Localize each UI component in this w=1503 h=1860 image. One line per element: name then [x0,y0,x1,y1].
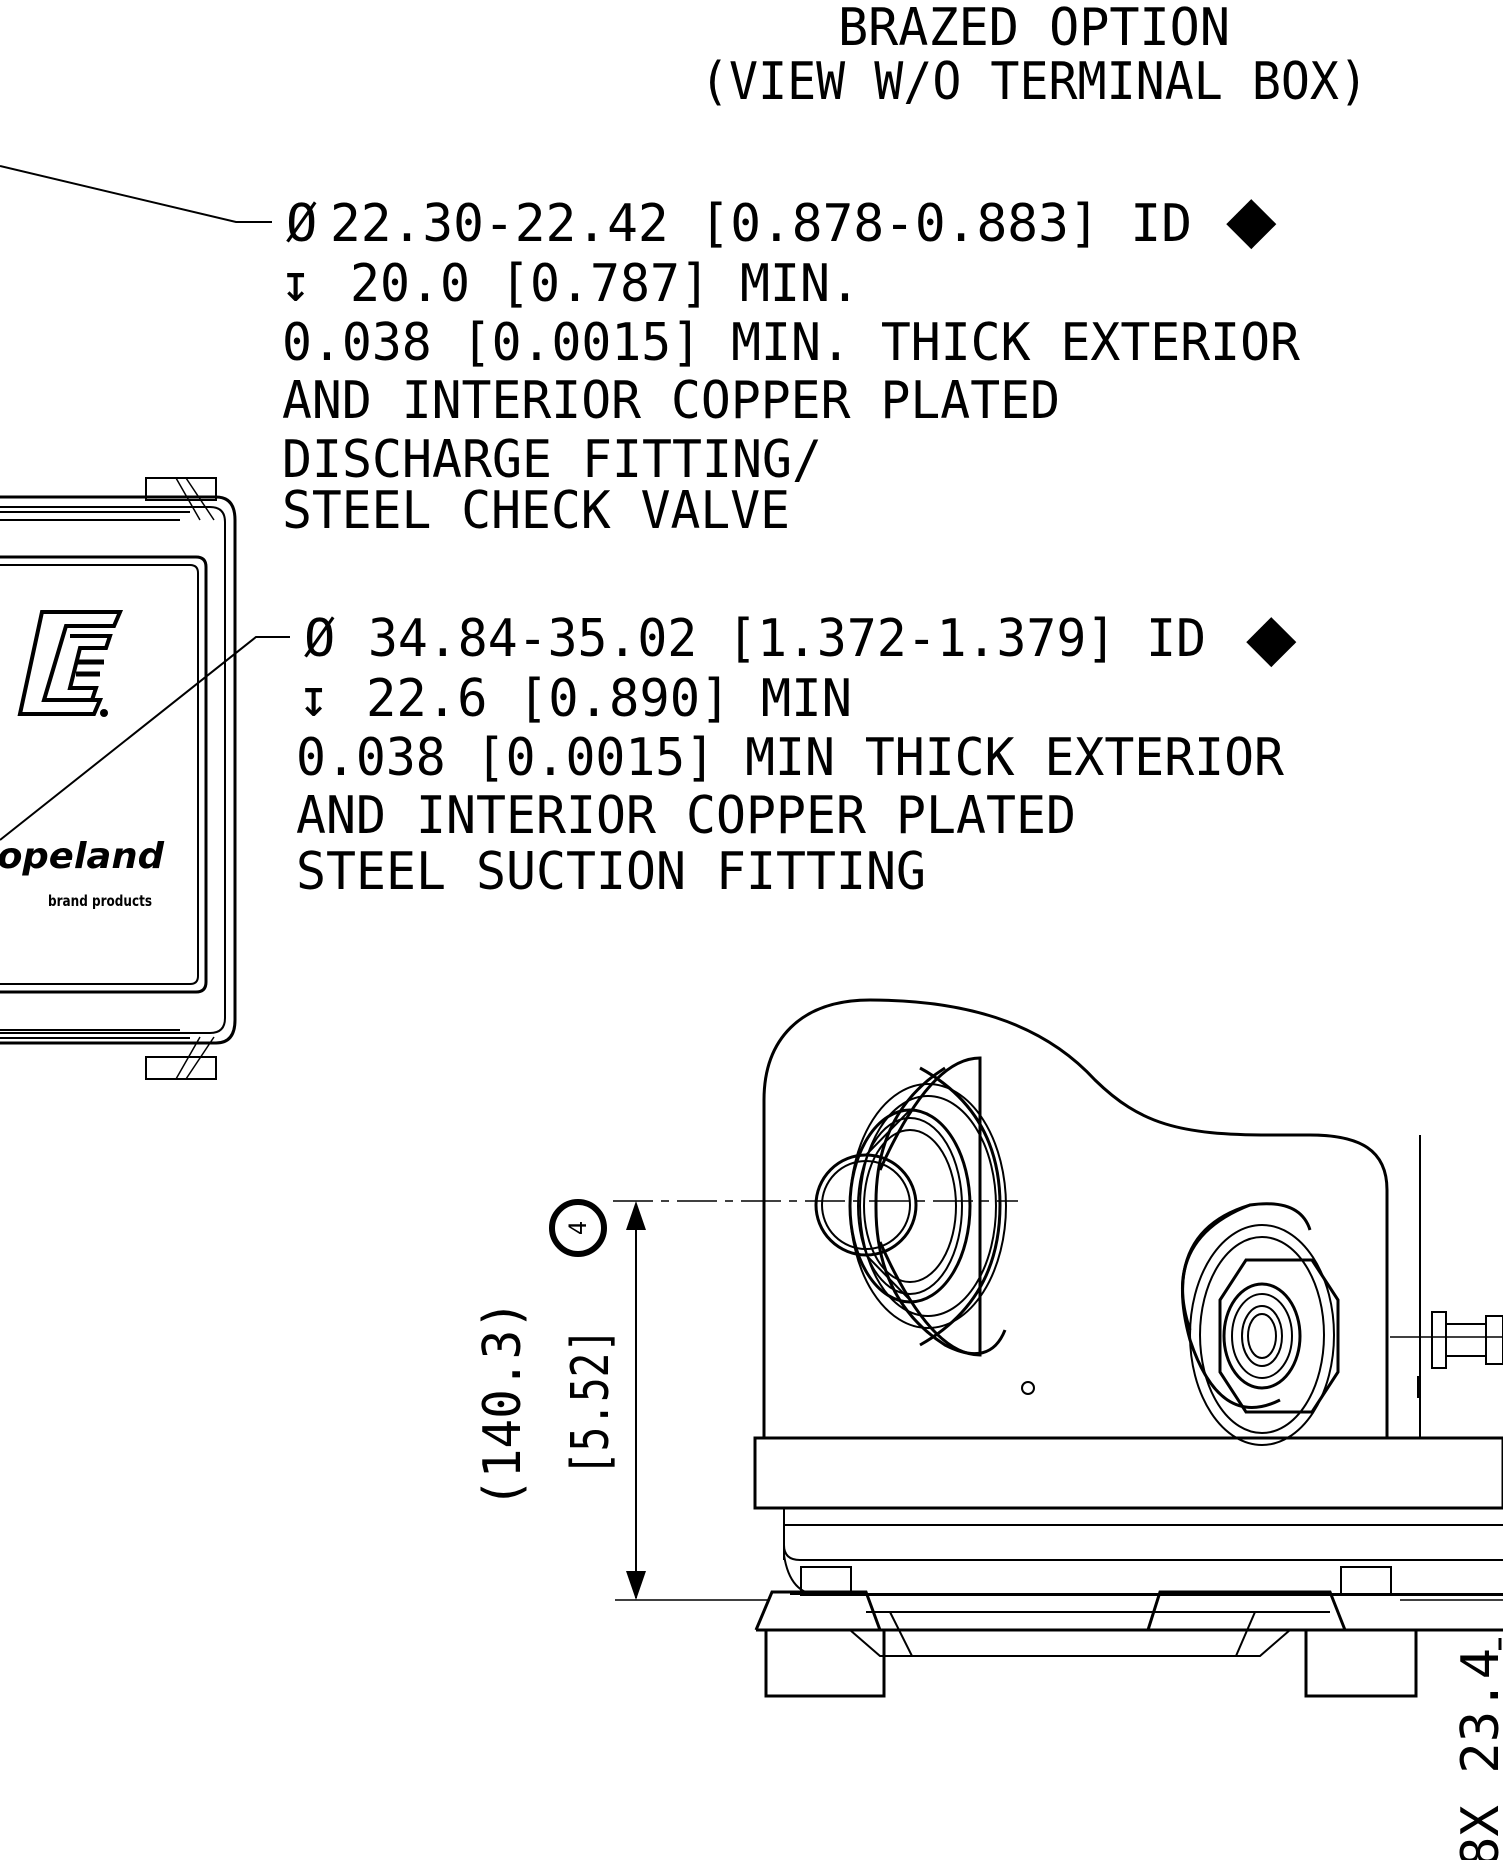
edge-dimension-text: 8X 23.4 [1451,1648,1503,1860]
suction-note-line4: AND INTERIOR COPPER PLATED [296,786,1076,846]
discharge-note-line5: DISCHARGE FITTING/ [282,430,822,490]
view-title: BRAZED OPTION (VIEW W/O TERMINAL BOX) [700,0,1368,112]
discharge-depth-symbol: ↧ [280,254,311,314]
dimension-mm-text: (140.3) [473,1300,533,1508]
suction-note-line3: 0.038 [0.0015] MIN THICK EXTERIOR [296,728,1285,788]
compressor-front-view [753,998,1503,1698]
item-balloon: 4 [549,1199,607,1257]
height-dimension: (140.3) [5.52] [473,1201,646,1600]
discharge-depth-text: 20.0 [0.787] MIN. [350,254,860,314]
suction-fitting-note: Ø 34.84-35.02 [1.372-1.379] ID ◆ ↧ 22.6 … [296,586,1297,902]
logo-mark-icon [17,610,124,717]
centerlines [613,1200,1503,1601]
terminal-cover-plate [0,477,237,1080]
suction-diameter-text: 34.84-35.02 [1.372-1.379] ID [368,609,1206,669]
discharge-note-line3: 0.038 [0.0015] MIN. THICK EXTERIOR [282,313,1301,373]
logo-wordmark: Copeland [0,836,165,877]
discharge-diameter-symbol: Ø [286,194,317,254]
suction-leader-line [0,636,290,841]
discharge-leader-line [0,165,272,223]
suction-depth-text: 22.6 [0.890] MIN [366,669,852,729]
suction-note-line5: STEEL SUCTION FITTING [296,842,926,902]
discharge-note-line6: STEEL CHECK VALVE [282,481,790,541]
suction-depth-symbol: ↧ [298,669,329,729]
discharge-fitting-note: Ø 22.30-22.42 [0.878-0.883] ID ◆ ↧ 20.0 … [280,168,1301,541]
logo-tagline: brand products [48,892,152,910]
item-balloon-number: 4 [564,1221,592,1235]
suction-marker-diamond: ◆ [1246,586,1297,684]
view-title-line1: BRAZED OPTION [838,0,1230,58]
view-title-line2: (VIEW W/O TERMINAL BOX) [700,52,1368,112]
dimension-inch-text: [5.52] [561,1328,621,1476]
discharge-marker-diamond: ◆ [1226,168,1277,266]
discharge-diameter-text: 22.30-22.42 [0.878-0.883] ID [330,194,1192,254]
suction-diameter-symbol: Ø [304,609,335,669]
discharge-note-line4: AND INTERIOR COPPER PLATED [282,371,1060,431]
